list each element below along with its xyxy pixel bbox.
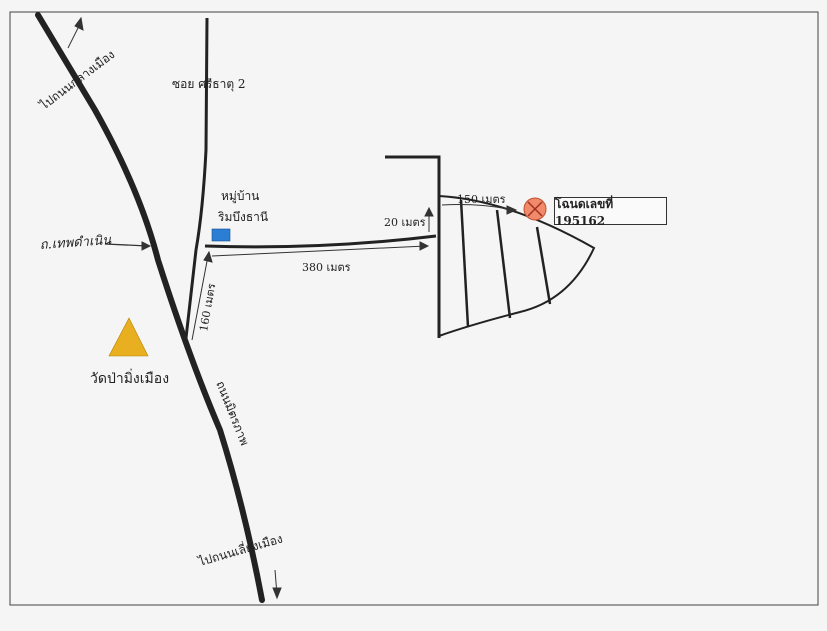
arrow-150-head (506, 205, 518, 215)
square-marker-icon (211, 228, 231, 242)
label-to-city-center: ไปถนนกลางเมือง (37, 47, 118, 113)
label-160m: 160 เมตร (197, 282, 218, 332)
label-village-line2: ริมบึงธานี (218, 210, 269, 224)
label-village-line1: หมู่บ้าน (221, 189, 260, 203)
arrow-thepdamnoen-head (141, 241, 152, 251)
village-road-line (204, 234, 437, 249)
arrow-thepdamnoen-line (104, 243, 149, 247)
arrow-20-head (424, 206, 434, 217)
x-circle-marker-icon (523, 197, 547, 221)
plot-divider-3 (535, 226, 552, 305)
arrow-160-head (203, 250, 213, 263)
arrow-up-head (74, 16, 84, 31)
label-soi-sritat-2: ซอย ศรีธาตุ 2 (172, 77, 246, 91)
arrow-380-line (211, 245, 427, 257)
land-deed-label: โฉนดเลขที่ 195162 (554, 197, 667, 228)
label-to-bypass: ไปถนนเลี่ยงเมือง (195, 530, 284, 570)
label-20m: 20 เมตร (384, 216, 426, 229)
plot-divider-1 (459, 199, 470, 328)
soi-road-line (184, 17, 209, 339)
label-thepdamnoen-road: ถ.เทพดำเนิน (39, 233, 113, 253)
map-border (9, 11, 819, 606)
label-150m: 150 เมตร (457, 193, 506, 206)
arrow-160-line (191, 255, 209, 341)
label-mittraphap-road: ถนนมิตรภาพ (213, 379, 252, 448)
plot-divider-2 (495, 209, 512, 319)
triangle-marker-icon (108, 317, 149, 357)
land-boundary-line (385, 155, 441, 338)
label-380m: 380 เมตร (302, 261, 351, 274)
mittraphap-road-line (35, 12, 265, 603)
arrow-380-head (419, 241, 430, 251)
arrow-down-head (272, 587, 282, 600)
label-temple: วัดป่ามิ่งเมือง (90, 371, 170, 387)
